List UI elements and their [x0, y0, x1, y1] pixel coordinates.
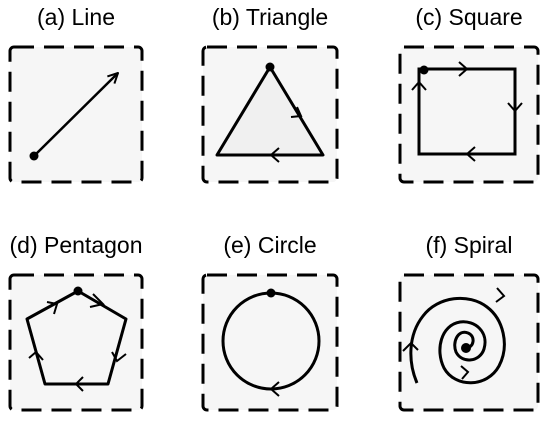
arrow-head-square-right	[507, 102, 523, 113]
arrow-head-pentagon-right	[111, 351, 127, 363]
arrow-head-square-left	[411, 80, 427, 91]
start-dot-circle	[266, 288, 276, 298]
arrow-head-circle-bottom	[269, 381, 280, 397]
panel-line: (a) Line	[8, 4, 144, 184]
start-dot-spiral	[461, 343, 471, 353]
arrow-head-spiral-left	[402, 341, 419, 352]
caption-pentagon: (d) Pentagon	[10, 232, 143, 258]
start-dot-triangle	[265, 62, 275, 72]
panel-square: (c) Square	[398, 4, 540, 184]
caption-circle: (e) Circle	[223, 232, 316, 258]
line-trajectory	[33, 73, 118, 157]
panel-circle: (e) Circle	[201, 232, 339, 412]
caption-spiral: (f) Spiral	[426, 232, 513, 258]
dashed-frame-square	[398, 45, 540, 184]
arrow-head-square-top	[458, 61, 469, 77]
panel-spiral: (f) Spiral	[398, 232, 540, 412]
panel-pentagon: (d) Pentagon	[8, 232, 144, 412]
caption-triangle: (b) Triangle	[212, 4, 328, 30]
arrow-head-square-bottom	[465, 146, 476, 162]
panel-triangle: (b) Triangle	[201, 4, 339, 184]
start-dot-line	[29, 151, 39, 161]
arrow-head-pentagon-bottom	[74, 376, 84, 392]
arrow-head-pentagon-left	[28, 350, 44, 361]
arrow-head-triangle-bottom	[269, 147, 280, 163]
spiral-trajectory	[409, 296, 506, 385]
arrow-head-spiral-top	[495, 287, 506, 303]
arrow-head-spiral-bottom	[460, 365, 470, 380]
arrow-head-triangle-right	[290, 106, 303, 118]
caption-line: (a) Line	[37, 4, 115, 30]
caption-square: (c) Square	[415, 4, 522, 30]
dashed-frame-pentagon	[8, 273, 144, 412]
dashed-frame-spiral	[398, 273, 540, 412]
arrow-head-pentagon-top-right	[89, 293, 105, 308]
start-dot-square	[419, 65, 429, 75]
start-dot-pentagon	[73, 286, 83, 296]
arrow-head-pentagon-top-left	[46, 301, 59, 315]
